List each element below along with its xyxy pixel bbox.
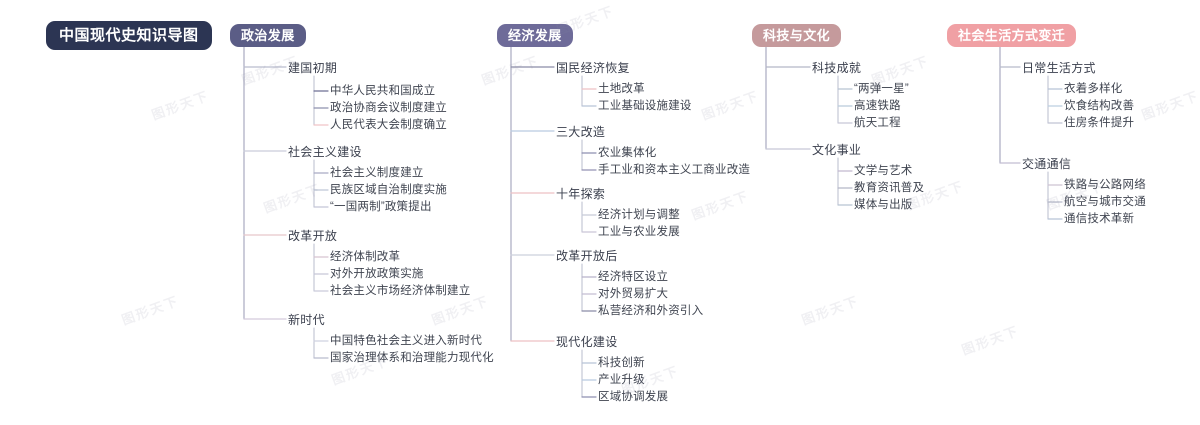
watermark-text: 图形天下 <box>479 53 542 88</box>
watermark-text: 图形天下 <box>119 293 182 328</box>
subtopic-node[interactable]: 改革开放后 <box>556 249 618 263</box>
leaf-node[interactable]: 社会主义市场经济体制建立 <box>330 285 471 297</box>
leaf-node[interactable]: “一国两制”政策提出 <box>330 201 432 213</box>
subtopic-node[interactable]: 科技成就 <box>812 61 862 75</box>
subtopic-node[interactable]: 社会主义建设 <box>288 145 362 159</box>
leaf-node[interactable]: 高速铁路 <box>854 100 901 112</box>
leaf-node[interactable]: 民族区域自治制度实施 <box>330 184 447 196</box>
leaf-node[interactable]: 农业集体化 <box>598 147 657 159</box>
leaf-node[interactable]: 对外贸易扩大 <box>598 288 669 300</box>
watermark-text: 图形天下 <box>799 293 862 328</box>
watermark-text: 图形天下 <box>149 88 212 123</box>
leaf-node[interactable]: 产业升级 <box>598 374 645 386</box>
leaf-node[interactable]: 社会主义制度建立 <box>330 167 424 179</box>
subtopic-node[interactable]: 国民经济恢复 <box>556 61 630 75</box>
leaf-node[interactable]: 媒体与出版 <box>854 199 913 211</box>
leaf-node[interactable]: 航空与城市交通 <box>1064 196 1146 208</box>
subtopic-node[interactable]: 建国初期 <box>288 61 338 75</box>
subtopic-node[interactable]: 文化事业 <box>812 143 862 157</box>
leaf-node[interactable]: 工业基础设施建设 <box>598 100 692 112</box>
leaf-node[interactable]: 衣着多样化 <box>1064 83 1123 95</box>
watermark-text: 图形天下 <box>239 53 302 88</box>
leaf-node[interactable]: 人民代表大会制度确立 <box>330 119 447 131</box>
leaf-node[interactable]: 政治协商会议制度建立 <box>330 102 447 114</box>
subtopic-node[interactable]: 交通通信 <box>1022 157 1072 171</box>
branch-node-1[interactable]: 政治发展 <box>230 24 306 47</box>
leaf-node[interactable]: 住房条件提升 <box>1064 117 1135 129</box>
leaf-node[interactable]: 区域协调发展 <box>598 391 669 403</box>
subtopic-node[interactable]: 十年探索 <box>556 187 606 201</box>
leaf-node[interactable]: 经济体制改革 <box>330 251 401 263</box>
leaf-node[interactable]: 经济特区设立 <box>598 271 669 283</box>
subtopic-node[interactable]: 三大改造 <box>556 125 606 139</box>
leaf-node[interactable]: 饮食结构改善 <box>1064 100 1135 112</box>
leaf-node[interactable]: 对外开放政策实施 <box>330 268 424 280</box>
leaf-node[interactable]: 航天工程 <box>854 117 901 129</box>
leaf-node[interactable]: 铁路与公路网络 <box>1064 179 1146 191</box>
leaf-node[interactable]: 经济计划与调整 <box>598 209 680 221</box>
subtopic-node[interactable]: 改革开放 <box>288 229 338 243</box>
leaf-node[interactable]: 教育资讯普及 <box>854 182 925 194</box>
branch-node-3[interactable]: 科技与文化 <box>752 24 842 47</box>
branch-node-2[interactable]: 经济发展 <box>497 24 573 47</box>
leaf-node[interactable]: 手工业和资本主义工商业改造 <box>598 164 751 176</box>
subtopic-node[interactable]: 现代化建设 <box>556 335 618 349</box>
leaf-node[interactable]: 土地改革 <box>598 83 645 95</box>
leaf-node[interactable]: 私营经济和外资引入 <box>598 305 704 317</box>
root-node[interactable]: 中国现代史知识导图 <box>46 21 212 50</box>
leaf-node[interactable]: 中国特色社会主义进入新时代 <box>330 335 483 347</box>
branch-node-4[interactable]: 社会生活方式变迁 <box>947 24 1077 47</box>
watermark-text: 图形天下 <box>1139 88 1200 123</box>
watermark-text: 图形天下 <box>689 188 752 223</box>
leaf-node[interactable]: 中华人民共和国成立 <box>330 85 436 97</box>
leaf-node[interactable]: 通信技术革新 <box>1064 213 1135 225</box>
subtopic-node[interactable]: 新时代 <box>288 313 325 327</box>
leaf-node[interactable]: 国家治理体系和治理能力现代化 <box>330 352 494 364</box>
leaf-node[interactable]: “两弹一星” <box>854 83 909 95</box>
leaf-node[interactable]: 工业与农业发展 <box>598 226 680 238</box>
watermark-text: 图形天下 <box>699 88 762 123</box>
leaf-node[interactable]: 科技创新 <box>598 357 645 369</box>
leaf-node[interactable]: 文学与艺术 <box>854 165 913 177</box>
subtopic-node[interactable]: 日常生活方式 <box>1022 61 1096 75</box>
watermark-text: 图形天下 <box>554 3 617 38</box>
watermark-text: 图形天下 <box>261 181 324 216</box>
watermark-text: 图形天下 <box>959 323 1022 358</box>
